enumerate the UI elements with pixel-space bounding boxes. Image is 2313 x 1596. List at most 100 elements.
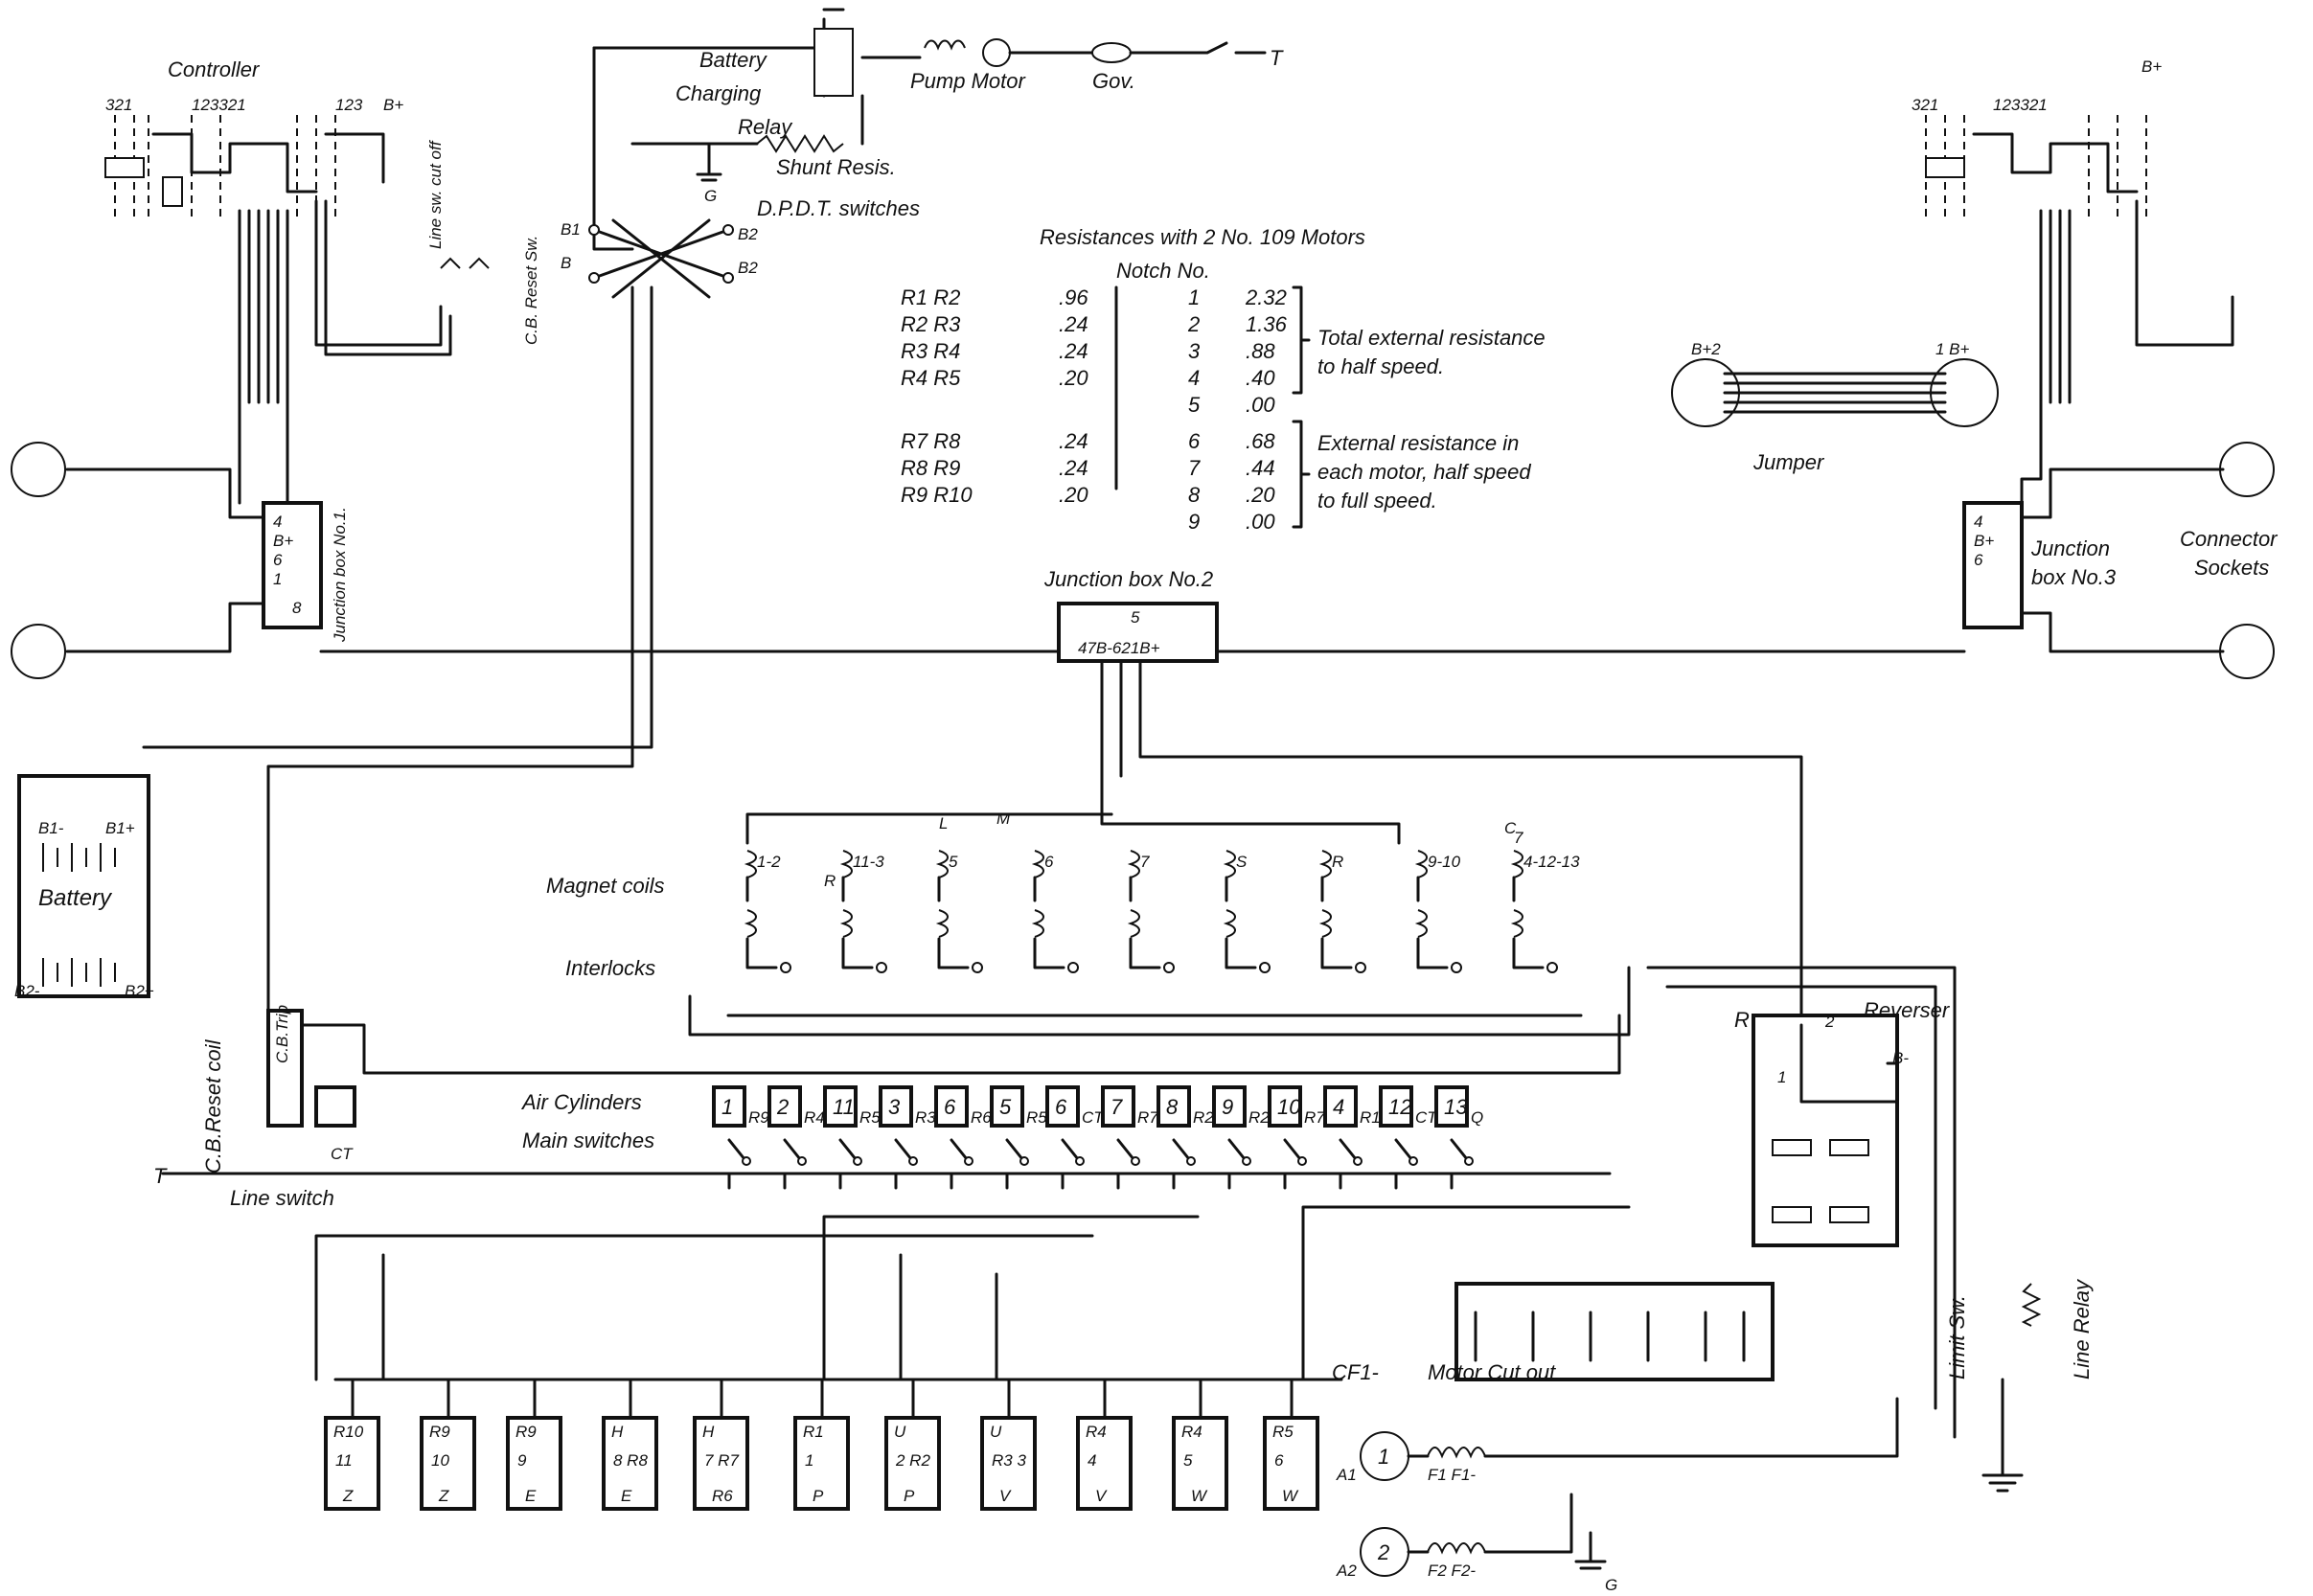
controller-notch-c: 123 [335, 96, 363, 114]
interlock-contact [1451, 962, 1462, 973]
resistor-grid-top: R9 [429, 1423, 450, 1441]
air-cylinder-box [1268, 1085, 1302, 1128]
line-relay-label: Line Relay [2070, 1278, 2094, 1379]
interlock-coil-icon [1127, 909, 1140, 938]
battery-label: Battery [38, 885, 113, 911]
table-row-notch: 7 [1188, 456, 1201, 480]
table-row-notch: 9 [1188, 510, 1200, 534]
air-cylinder-number: 6 [944, 1095, 956, 1119]
resistor-grid-bot: P [904, 1487, 915, 1505]
t-top-label: T [1270, 46, 1284, 70]
shunt-resistor [756, 134, 844, 153]
main-switch-blade [1339, 1138, 1358, 1190]
table-row-ohm: .24 [1059, 312, 1088, 336]
resistor-grid-bot: W [1191, 1487, 1208, 1505]
controller-right-notch-a: 321 [1912, 96, 1938, 114]
battery-charging-relay-group: Battery Charging Relay Pump Motor Gov. T… [592, 8, 1284, 251]
magnet-coil-label: R [824, 872, 836, 890]
resistor-grid-mid: 9 [517, 1451, 527, 1470]
resistor-grid-box [980, 1416, 1037, 1511]
air-cylinder-box [1156, 1085, 1191, 1128]
resistor-grid-bot: Z [438, 1487, 449, 1505]
interlocks-label: Interlocks [565, 956, 655, 980]
relay-coil [813, 28, 854, 97]
motor-1-number: 1 [1378, 1445, 1389, 1469]
interlock-coil-icon [744, 909, 757, 938]
battery-b1m: B1- [38, 819, 64, 837]
main-switch-contact [742, 1156, 751, 1166]
magnet-coil-label: M [996, 809, 1011, 828]
battery-b2m: B2- [14, 982, 40, 1000]
reverser-group: Reverser R 2 1 B- [1646, 966, 1957, 1439]
air-cylinder-box [1323, 1085, 1358, 1128]
line-switch-label: Line switch [230, 1186, 334, 1210]
resistor-grid-bot: V [1095, 1487, 1108, 1505]
motor-2-f: F2 F2- [1428, 1562, 1476, 1580]
main-switch-res-label: R1 [1360, 1108, 1381, 1127]
reverser-label: Reverser [1864, 998, 1951, 1022]
air-cylinder-number: 2 [776, 1095, 789, 1119]
cb-reset-sw-label: C.B. Reset Sw. [522, 236, 540, 345]
connector-sockets-label-1: Connector [2180, 527, 2279, 551]
note-b-line-3: to full speed. [1317, 489, 1437, 513]
resistor-grid-top: R5 [1272, 1423, 1294, 1441]
table-row-ohm: .24 [1059, 456, 1088, 480]
main-switch-blade [1283, 1138, 1302, 1190]
main-switch-contact [1408, 1156, 1418, 1166]
svg-text:6: 6 [1974, 551, 1983, 569]
table-row-ohm: .24 [1059, 429, 1088, 453]
coil-wire [1033, 876, 1065, 969]
controller-left: Controller 321 123321 123 B+ Line sw. cu… [104, 57, 540, 404]
coil-wire [1225, 876, 1257, 969]
motor-cut-out-label: Motor Cut out [1428, 1360, 1556, 1384]
resistor-grid-top: H [702, 1423, 715, 1441]
main-switch-contact [1464, 1156, 1474, 1166]
resistor-grid-mid: 7 R7 [704, 1451, 739, 1470]
battery-b2p: B2+ [125, 982, 154, 1000]
interlock-contact [972, 962, 983, 973]
table-row-notch: 1 [1188, 285, 1200, 309]
connector-sockets: Connector Sockets [11, 442, 2279, 679]
cb-trip-label: C.B.Trip [273, 1005, 291, 1063]
main-switch-contact [1353, 1156, 1363, 1166]
note-a-line-2: to half speed. [1317, 354, 1444, 378]
resistor-grid-mid: 10 [431, 1451, 449, 1470]
resistor-grid-mid: 4 [1088, 1451, 1096, 1470]
main-switch-blade [950, 1138, 969, 1190]
air-cylinder-number: 1 [721, 1095, 733, 1119]
pump-motor-icon [982, 38, 1011, 67]
air-cylinder-box [1379, 1085, 1413, 1128]
resistance-table: Resistances with 2 No. 109 Motors Notch … [901, 225, 1546, 534]
magnet-coil-icon [744, 850, 757, 878]
main-switch-contact [908, 1156, 918, 1166]
interlock-contact [1163, 962, 1175, 973]
interlock-coil-icon [1031, 909, 1044, 938]
main-switch-blade [838, 1138, 858, 1190]
air-cylinders-label: Air Cylinders [520, 1090, 642, 1114]
charging-label: Charging [676, 81, 762, 105]
main-switch-contact [797, 1156, 807, 1166]
air-cylinder-box [823, 1085, 858, 1128]
junction-box-2: 5 47B-621B+ Junction box No.2 [1043, 567, 1219, 663]
motor-ground-label: G [1605, 1576, 1617, 1594]
brace-a [1292, 285, 1311, 395]
table-row-total: 1.36 [1246, 312, 1288, 336]
magnet-coil-label: 4-12-13 [1523, 853, 1580, 871]
junction-1-label: Junction box No.1. [331, 507, 349, 643]
reverser-one: 1 [1777, 1068, 1786, 1086]
main-switch-res-label: R4 [804, 1108, 825, 1127]
resistor-grid-top: R9 [515, 1423, 537, 1441]
svg-text:8: 8 [292, 599, 302, 617]
main-switch-res-label: R9 [748, 1108, 769, 1127]
table-row-total: .00 [1246, 393, 1275, 417]
junction-2-bottom: 47B-621B+ [1078, 639, 1160, 657]
resistor-grid-mid: 2 R2 [895, 1451, 930, 1470]
magnet-coil-icon [935, 850, 949, 878]
resistor-grid-top: H [611, 1423, 624, 1441]
interlock-contact [1067, 962, 1079, 973]
motors-group: 1 2 A1 A2 F1 F1- F2 F2- G [1336, 1397, 1899, 1594]
main-switch-contact [964, 1156, 973, 1166]
magnet-coil-label: L [939, 814, 948, 832]
magnet-coil-label: 7 [1140, 853, 1150, 871]
